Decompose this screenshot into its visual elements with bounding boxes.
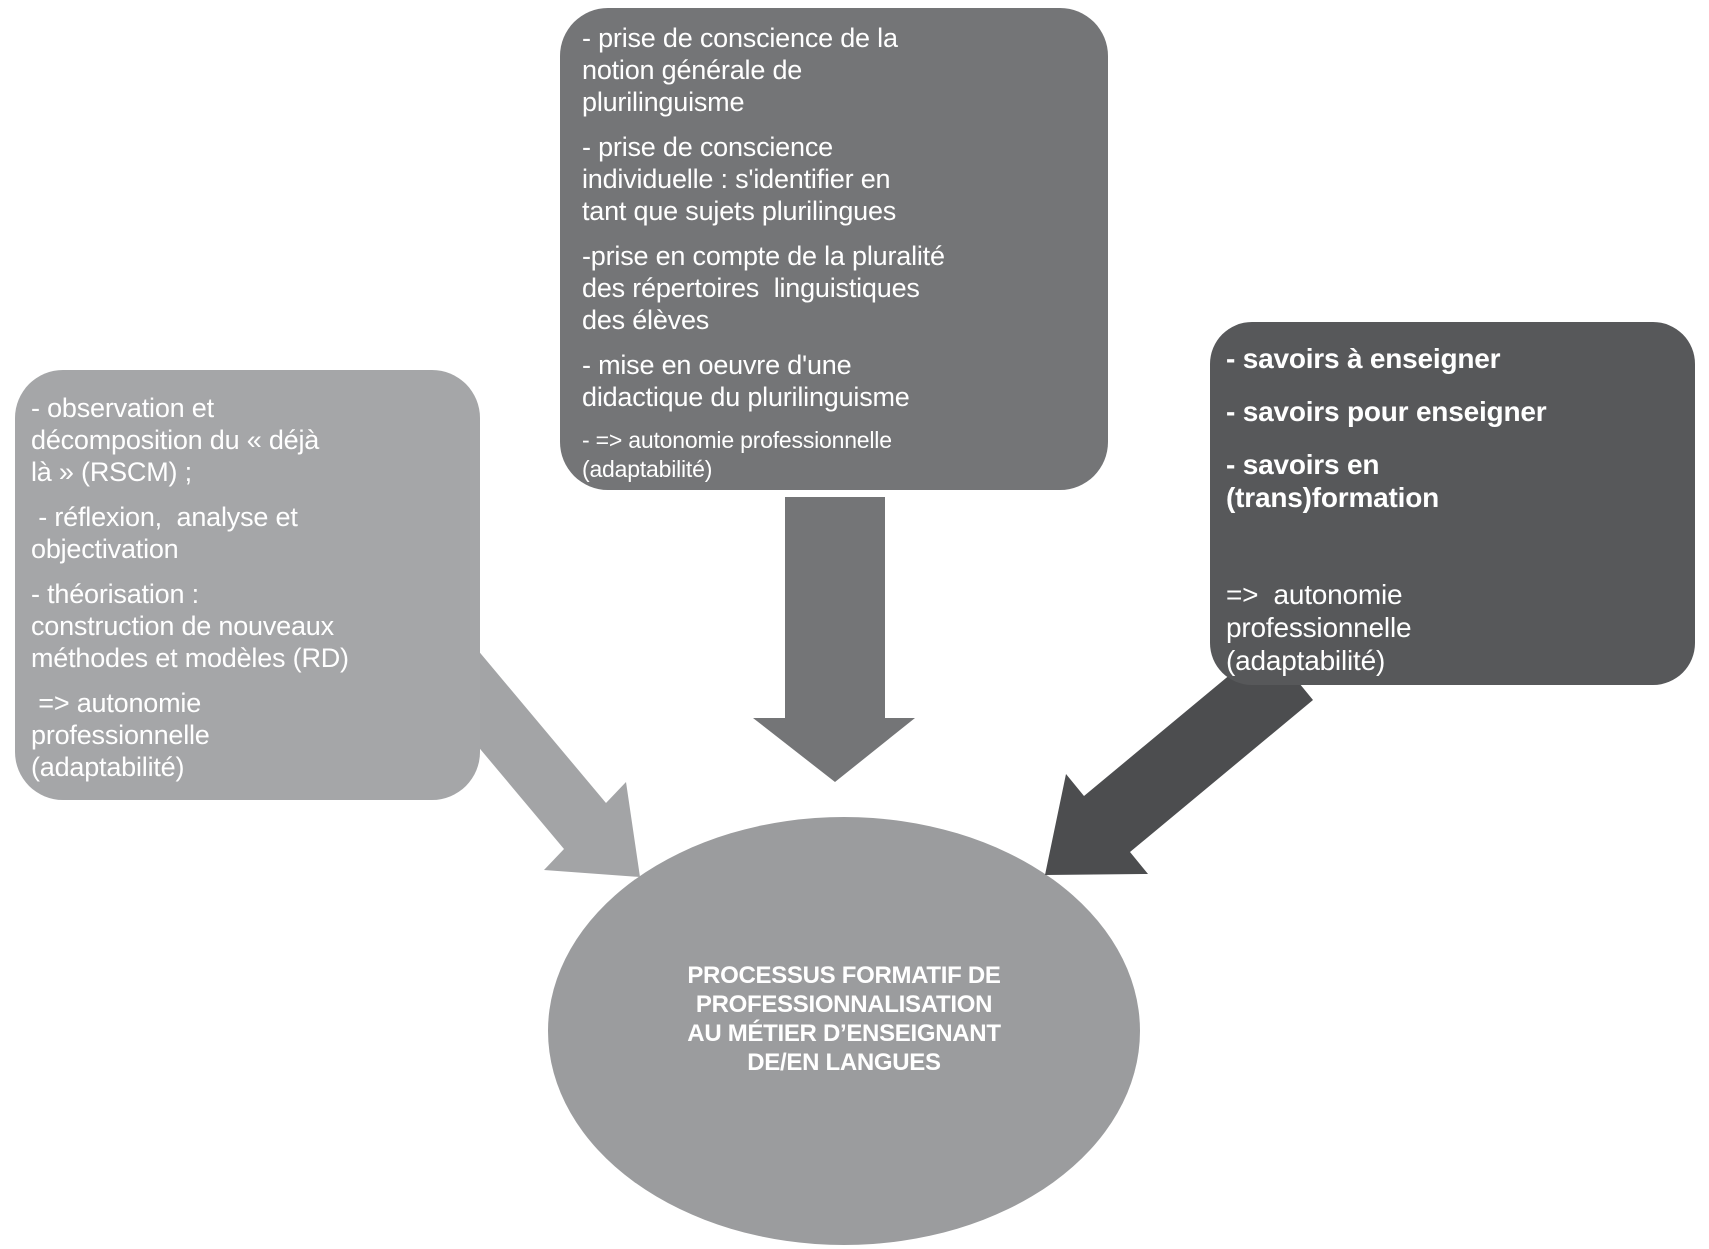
text-line: des répertoires linguistiques	[582, 273, 920, 303]
text-line: tant que sujets plurilingues	[582, 196, 897, 226]
text-line: là » (RSCM) ;	[31, 457, 192, 487]
text-paragraph: => autonomie professionnelle (adaptabili…	[1226, 578, 1677, 677]
text-line: construction de nouveaux	[31, 611, 334, 641]
right-box: - savoirs à enseigner - savoirs pour ens…	[1210, 322, 1695, 685]
text-paragraph: => autonomie professionnelle (adaptabili…	[31, 687, 462, 783]
text-line: (adaptabilité)	[31, 752, 185, 782]
text-line: - savoirs à enseigner	[1226, 343, 1501, 374]
text-line: - prise de conscience	[582, 132, 833, 162]
text-line: - théorisation :	[31, 579, 199, 609]
text-line: professionnelle	[1226, 612, 1412, 643]
text-paragraph: - => autonomie professionnelle (adaptabi…	[582, 426, 1088, 484]
text-paragraph: - mise en oeuvre d'une didactique du plu…	[582, 349, 1088, 413]
text-line: objectivation	[31, 534, 179, 564]
text-line: (adaptabilité)	[582, 456, 713, 482]
text-line: - mise en oeuvre d'une	[582, 350, 852, 380]
ellipse-label: PROCESSUS FORMATIF DE PROFESSIONNALISATI…	[687, 961, 1001, 1077]
text-line: des élèves	[582, 305, 710, 335]
ellipse-line: DE/EN LANGUES	[747, 1049, 941, 1076]
text-paragraph: - prise de conscience de la notion génér…	[582, 22, 1088, 118]
text-line: didactique du plurilinguisme	[582, 382, 910, 412]
text-line: - réflexion, analyse et	[31, 502, 298, 532]
left-box: - observation et décomposition du « déjà…	[15, 370, 480, 800]
text-line: - => autonomie professionnelle	[582, 427, 892, 453]
ellipse-line: AU MÉTIER D’ENSEIGNANT	[687, 1020, 1001, 1047]
text-line: (trans)formation	[1226, 482, 1440, 513]
text-paragraph: - théorisation : construction de nouveau…	[31, 578, 462, 674]
left-arrow	[429, 642, 640, 877]
text-line: - savoirs pour enseigner	[1226, 396, 1547, 427]
text-paragraph: - savoirs pour enseigner	[1226, 395, 1677, 428]
ellipse-line: PROFESSIONNALISATION	[695, 991, 993, 1018]
text-paragraph: - prise de conscience individuelle : s'i…	[582, 131, 1088, 227]
center-ellipse: PROCESSUS FORMATIF DE PROFESSIONNALISATI…	[548, 817, 1140, 1245]
middle-box: - prise de conscience de la notion génér…	[560, 8, 1108, 490]
text-paragraph: - réflexion, analyse et objectivation	[31, 501, 462, 565]
text-line: notion générale de	[582, 55, 803, 85]
text-line: décomposition du « déjà	[31, 425, 320, 455]
text-paragraph: - savoirs à enseigner	[1226, 342, 1677, 375]
text-paragraph: - observation et décomposition du « déjà…	[31, 392, 462, 488]
text-line: individuelle : s'identifier en	[582, 164, 891, 194]
text-paragraph: - savoirs en (trans)formation	[1226, 448, 1677, 514]
right-arrow	[1045, 644, 1313, 875]
text-line: plurilinguisme	[582, 87, 745, 117]
text-line: => autonomie	[31, 688, 202, 718]
text-paragraph: -prise en compte de la pluralité des rép…	[582, 240, 1088, 336]
ellipse-line: PROCESSUS FORMATIF DE	[687, 962, 1001, 989]
text-line: (adaptabilité)	[1226, 645, 1386, 676]
text-line: professionnelle	[31, 720, 210, 750]
text-line: méthodes et modèles (RD)	[31, 643, 349, 673]
text-line: => autonomie	[1226, 579, 1403, 610]
text-line: -prise en compte de la pluralité	[582, 241, 945, 271]
text-line: - observation et	[31, 393, 214, 423]
center-arrow	[753, 497, 915, 782]
text-line: - prise de conscience de la	[582, 23, 898, 53]
text-line: - savoirs en	[1226, 449, 1380, 480]
